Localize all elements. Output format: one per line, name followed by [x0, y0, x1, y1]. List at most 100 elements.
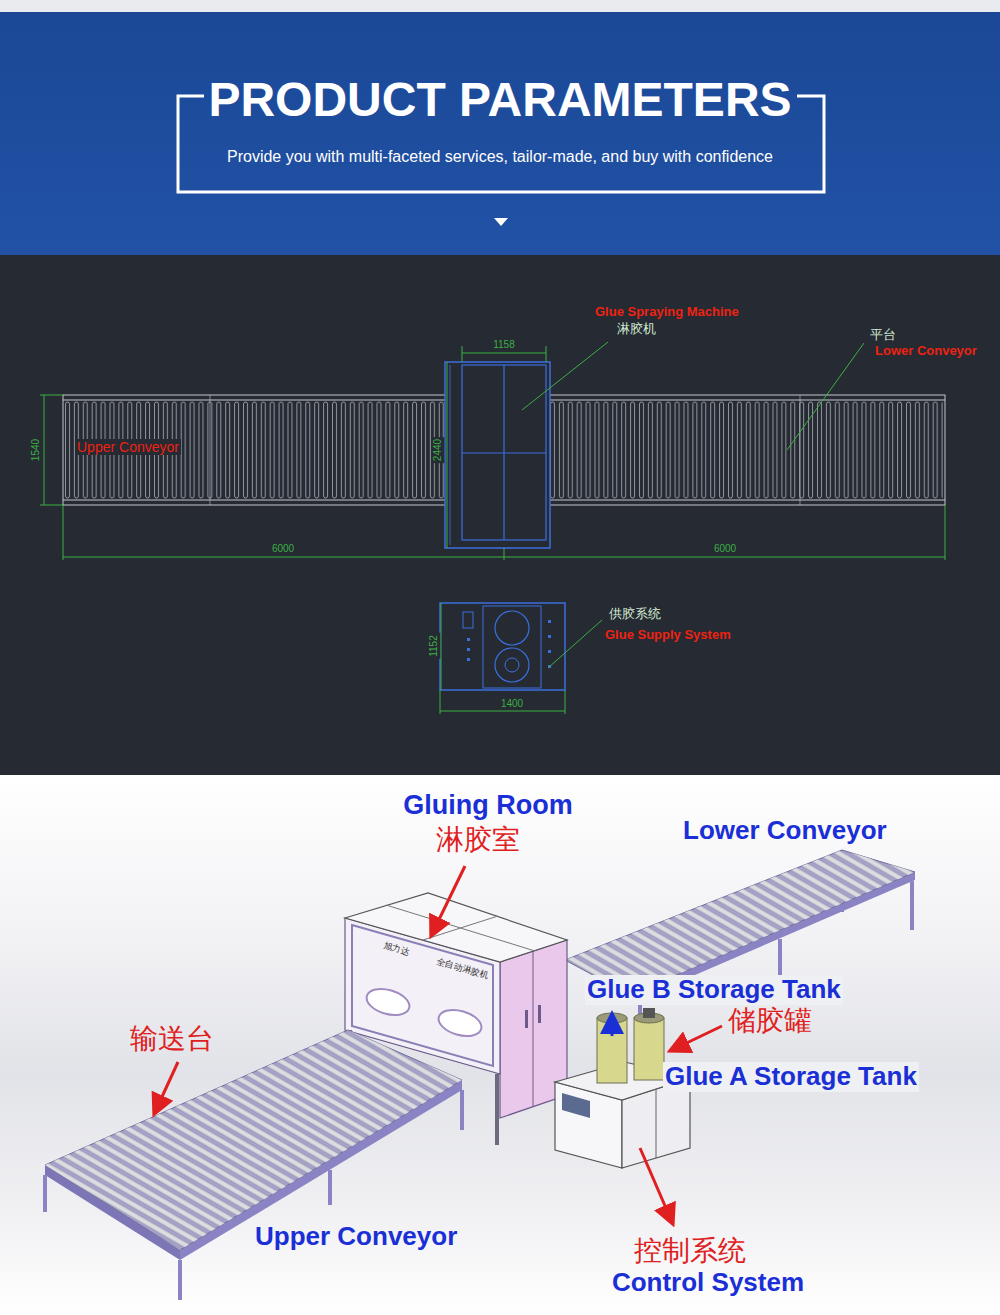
leg: [178, 1260, 182, 1300]
button: [548, 620, 551, 623]
leader-line: [787, 343, 864, 450]
callout-arrow: [611, 1016, 614, 1036]
subtitle: Provide you with multi-faceted services,…: [227, 148, 773, 166]
dimension-line: [440, 711, 565, 712]
extension-line: [945, 505, 946, 560]
machine-panel: [462, 365, 546, 540]
button: [548, 635, 551, 638]
part-label: 平台: [868, 328, 898, 343]
extension-line: [546, 346, 547, 362]
door-line: [656, 1089, 657, 1158]
button: [548, 650, 551, 653]
extension-line: [462, 346, 463, 362]
conveyor-top: [565, 850, 915, 995]
cad-panel: [0, 255, 1000, 775]
part-label: 淋胶机: [615, 322, 658, 337]
part-label: 输送台: [130, 1023, 214, 1055]
dimension: 1158: [491, 339, 517, 351]
machine-frame: [450, 365, 451, 545]
supply-panel: [483, 606, 541, 688]
button: [467, 638, 470, 641]
machine-top: [345, 893, 567, 962]
top-seam: [386, 905, 535, 951]
conveyor-outline: [548, 395, 945, 505]
conveyor-top: [45, 1030, 462, 1250]
conveyor-rollers: [565, 850, 915, 995]
part-label: Upper Conveyor: [255, 1222, 457, 1252]
tank-circle: [495, 611, 529, 645]
part-label: Gluing Room: [403, 790, 572, 821]
machine-outline: [445, 362, 550, 548]
dimension: 1152: [428, 633, 440, 659]
door-handle: [538, 1005, 541, 1023]
dimension: 6000: [270, 543, 296, 555]
part-label: Lower Conveyor: [873, 344, 979, 359]
callout-arrows: [155, 866, 722, 1222]
conveyor-box: Upper Conveyor: [63, 395, 462, 505]
dimension-line: [63, 557, 945, 558]
callout-arrow: [640, 1148, 672, 1222]
dimension-line: [44, 395, 45, 505]
leg: [43, 1175, 47, 1212]
leg: [495, 1074, 499, 1145]
conveyor-rollers: [65, 400, 460, 500]
part-label: Lower Conveyor: [683, 816, 887, 846]
dimension: 1540: [30, 437, 42, 463]
leg: [460, 1090, 464, 1130]
conveyor-legs: [45, 1090, 462, 1300]
part-label: Glue Supply System: [603, 628, 733, 643]
conveyor-legs: [640, 881, 912, 1045]
illustration-ground: [0, 775, 1000, 1315]
part-label: Glue Spraying Machine: [593, 305, 741, 320]
cad-drawing: [40, 342, 945, 714]
dimension-line: [441, 603, 442, 690]
pump: [643, 1008, 655, 1018]
conveyor-rail: [548, 400, 945, 401]
extension-line: [565, 690, 566, 714]
supply-outline: [440, 603, 565, 690]
page-title: PRODUCT PARAMETERS: [208, 72, 791, 127]
part-label: Control System: [612, 1268, 804, 1298]
callout-arrow: [432, 866, 465, 934]
dimension-line: [447, 362, 448, 548]
conveyor-joint: [210, 395, 211, 505]
extension-line: [40, 505, 63, 506]
tank-circle: [495, 648, 529, 682]
glue-tank: [634, 1018, 664, 1080]
window: [364, 984, 413, 1019]
conveyor-rail: [63, 400, 462, 401]
dimension: 2440: [432, 437, 444, 463]
callout-arrow: [672, 1026, 722, 1050]
dimension-lines: [40, 342, 945, 714]
leader-line: [522, 342, 608, 410]
down-triangle: [494, 218, 508, 226]
extension-line: [504, 548, 505, 560]
dimension: 1400: [499, 698, 525, 710]
part-label: 储胶罐: [728, 1005, 812, 1037]
pump-circle: [505, 658, 519, 672]
button: [467, 658, 470, 661]
part-label: 控制系统: [634, 1235, 746, 1267]
dimension: 6000: [712, 543, 738, 555]
extension-line: [440, 690, 441, 714]
part-label: 淋胶室: [436, 824, 520, 856]
conveyor-rollers: [45, 1030, 462, 1250]
conveyor-rail: [548, 500, 945, 501]
door-handle: [525, 1010, 528, 1028]
leg: [328, 1170, 332, 1205]
part-label: 供胶系统: [607, 607, 663, 622]
top-strip: [0, 0, 1000, 12]
header-band: [0, 12, 1000, 255]
conveyor-joint: [800, 395, 801, 505]
conveyor-rail: [63, 500, 462, 501]
conveyor-label: Upper Conveyor: [75, 439, 181, 455]
control-screen: [463, 612, 473, 628]
control-screen: [562, 1093, 590, 1118]
window: [436, 1005, 485, 1040]
button: [467, 648, 470, 651]
machine-divider: [462, 452, 546, 453]
leader-line: [548, 620, 602, 668]
part-label: Glue A Storage Tank: [663, 1062, 919, 1092]
